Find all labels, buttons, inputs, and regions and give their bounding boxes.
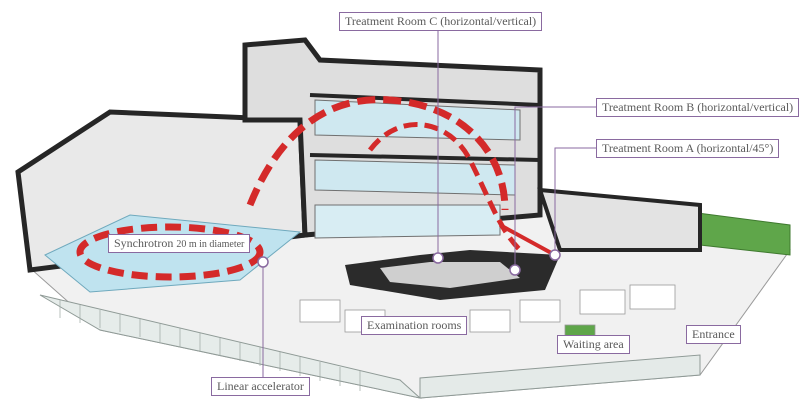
label-waiting-area: Waiting area (557, 335, 630, 354)
treatment-floor-inner (380, 262, 520, 288)
label-linear-accelerator: Linear accelerator (211, 377, 310, 396)
synchrotron-ring (76, 223, 264, 281)
beamline-arc-room-c (246, 96, 509, 211)
leader-lines (262, 29, 596, 379)
right-facade (419, 354, 701, 399)
right-wing-wall (537, 187, 702, 252)
beamline-room-a (499, 223, 556, 257)
synchrotron-diameter: 20 m in diameter (176, 239, 245, 250)
ground-floor-rooms (299, 284, 676, 341)
label-entrance: Entrance (686, 325, 741, 344)
label-treatment-room-b: Treatment Room B (horizontal/vertical) (596, 98, 800, 117)
label-examination-rooms: Examination rooms (361, 316, 468, 335)
facade-mullions (59, 300, 361, 391)
synchrotron-name: Synchrotron (114, 236, 174, 250)
label-synchrotron: Synchrotron 20 m in diameter (108, 234, 251, 253)
leader-dots (257, 249, 561, 276)
tower-floors (309, 93, 541, 239)
label-treatment-room-a: Treatment Room A (horizontal/45°) (596, 139, 780, 158)
label-treatment-room-c: Treatment Room C (horizontal/vertical) (339, 12, 543, 31)
